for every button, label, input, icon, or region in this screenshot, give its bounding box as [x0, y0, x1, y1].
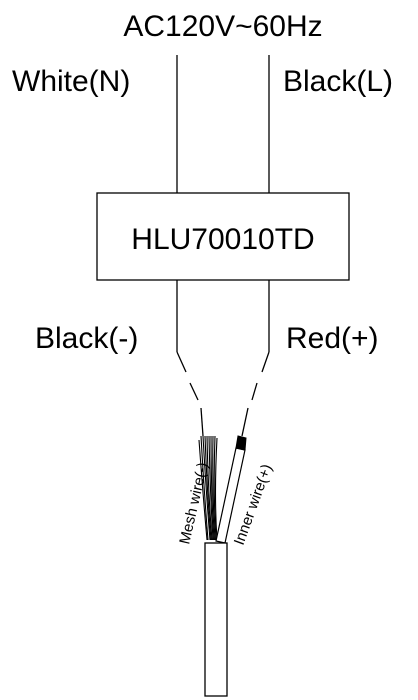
- break-dash-positive: [251, 382, 258, 401]
- device-label: HLU70010TD: [131, 223, 314, 256]
- break-dash-negative: [189, 382, 199, 401]
- inner-wire: [215, 435, 247, 544]
- output-right-label: Red(+): [286, 322, 379, 355]
- output-left-label: Black(-): [35, 322, 138, 355]
- input-right-label: Black(L): [283, 65, 393, 98]
- device-box: [96, 192, 350, 281]
- lead-wire-negative: [200, 407, 204, 437]
- output-wire-negative-bend: [176, 351, 187, 373]
- input-left-label: White(N): [12, 65, 130, 98]
- output-wire-positive-bend: [261, 351, 270, 373]
- supply-label: AC120V~60Hz: [123, 10, 322, 43]
- mesh-wire-strands: [198, 435, 218, 541]
- lead-wire-positive: [241, 407, 249, 437]
- cable-jacket: [204, 542, 228, 697]
